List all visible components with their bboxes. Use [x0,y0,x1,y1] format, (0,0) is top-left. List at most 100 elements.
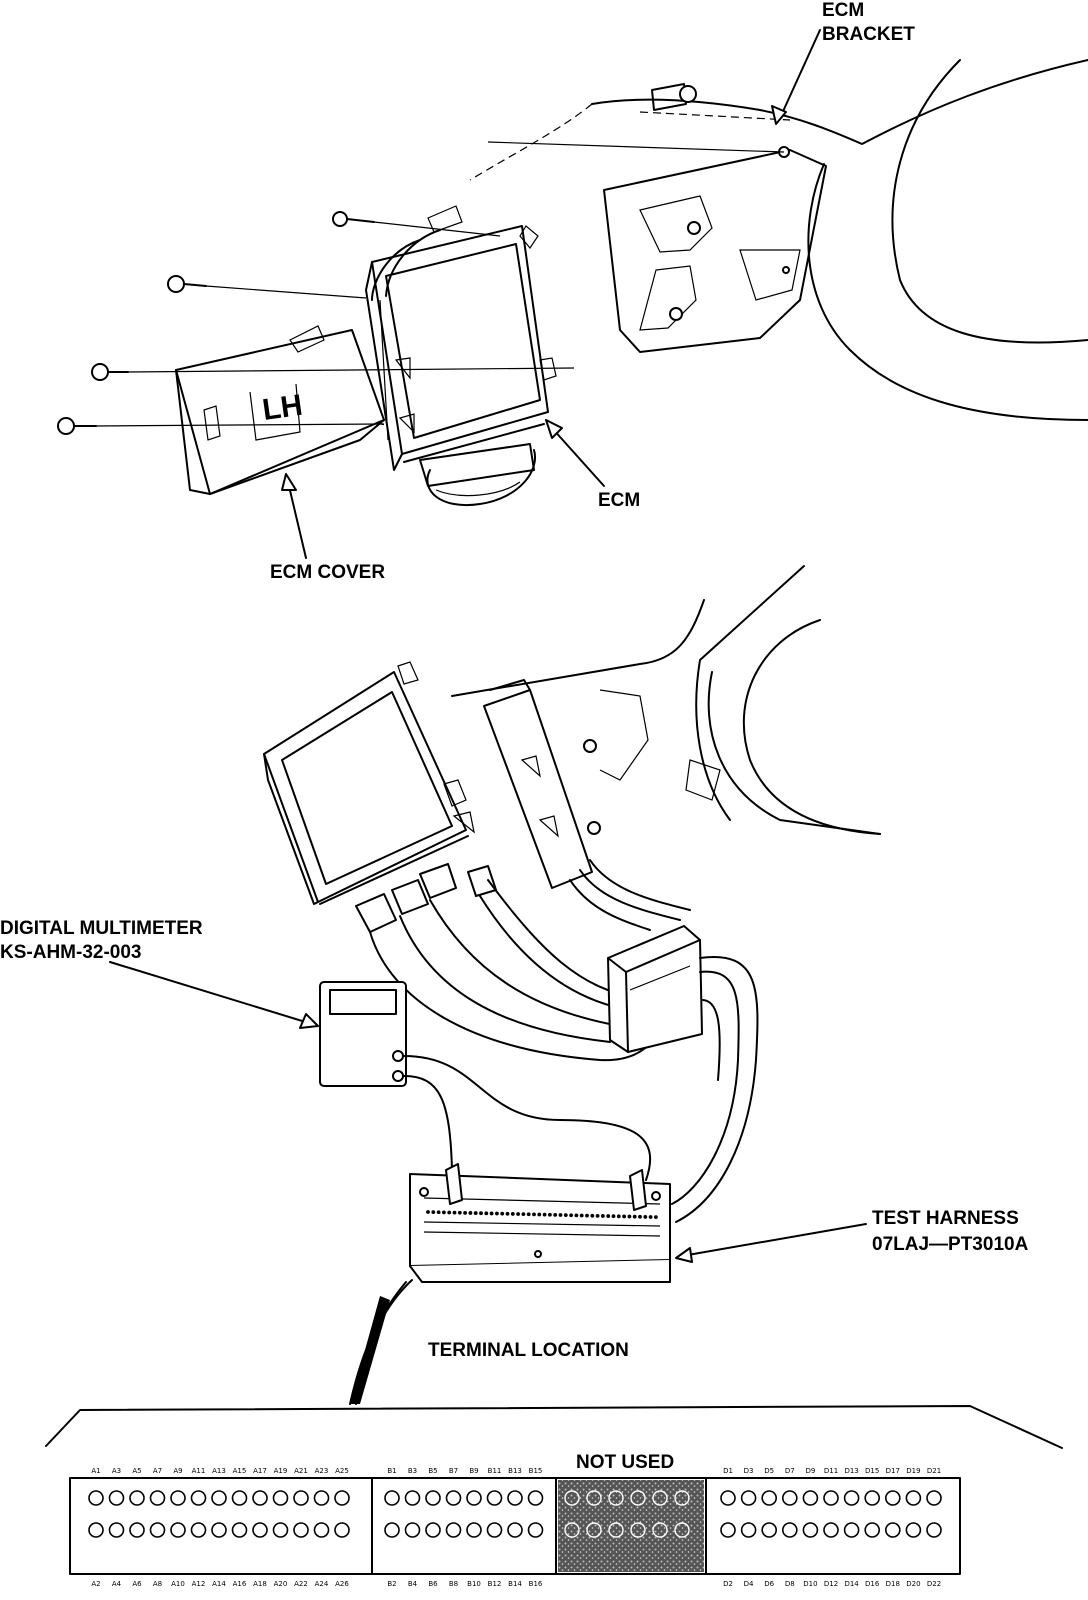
harness-pin [495,1211,499,1216]
harness-pin [532,1212,536,1217]
harness-pin [553,1212,558,1217]
terminal-pin-a19 [272,1490,289,1506]
terminal-label-a5: A5 [132,1467,141,1475]
ecm-bracket-label: ECM [822,0,864,21]
terminal-label-b13: B13 [508,1467,522,1475]
terminal-label-a20: A20 [274,1580,288,1588]
harness-pin [548,1212,552,1217]
terminal-label-a18: A18 [253,1580,267,1588]
terminal-pin-d10 [802,1522,819,1538]
harness-pin [468,1211,473,1215]
terminal-pin-b5 [425,1490,441,1506]
terminal-pin-d21 [926,1490,942,1506]
terminal-pin-a15 [231,1490,248,1506]
terminal-label-a11: A11 [192,1467,206,1475]
ecm-cover-label: ECM COVER [270,562,385,583]
terminal-pin-d4 [740,1522,757,1538]
harness-pin [579,1213,584,1218]
harness-pin [537,1212,542,1217]
harness-pin [574,1213,579,1218]
terminal-pin-d1 [720,1490,736,1506]
terminal-pin-a18 [252,1522,268,1538]
harness-pin [606,1214,611,1218]
terminal-label-a12: A12 [192,1580,206,1588]
terminal-pin-b12 [486,1522,503,1538]
terminal-label-b3: B3 [408,1467,417,1475]
harness-pin [516,1212,520,1216]
multimeter-leader [109,961,313,1025]
harness-pin [654,1215,658,1220]
harness-pin [632,1214,637,1219]
terminal-pin-b4 [404,1522,421,1538]
harness-pin [452,1210,457,1215]
terminal-pin-a9 [170,1490,186,1506]
terminal-label-a25: A25 [335,1467,349,1475]
terminal-label-d6: D6 [764,1580,774,1588]
terminal-label-a15: A15 [233,1467,247,1475]
harness-pin [558,1213,563,1217]
harness-pin [463,1210,467,1215]
unused-pin [652,1490,668,1506]
terminal-pin-a22 [293,1522,309,1538]
terminal-label-a17: A17 [253,1467,267,1475]
terminal-label-d16: D16 [865,1580,880,1588]
unused-pin [608,1490,624,1506]
terminal-pin-a10 [170,1522,186,1538]
ecm-cover-leader [287,481,307,559]
test-harness-leader [681,1223,867,1257]
terminal-pin-d17 [884,1490,901,1506]
terminal-pin-a23 [313,1490,330,1506]
terminal-label-b8: B8 [449,1580,458,1588]
harness-pin [601,1214,605,1218]
terminal-pin-b2 [384,1522,400,1538]
terminal-label-a14: A14 [212,1580,226,1588]
harness-pin [590,1213,595,1218]
terminal-pin-b3 [404,1490,421,1506]
bolt-icon [332,211,501,237]
harness-pin [585,1213,589,1218]
terminal-pin-b16 [527,1522,544,1538]
harness-pin [489,1211,494,1216]
terminal-pin-d3 [740,1490,757,1506]
terminal-label-b2: B2 [387,1580,396,1588]
terminal-pin-d14 [843,1522,860,1538]
unused-pin [564,1522,580,1538]
terminal-label-a23: A23 [315,1467,329,1475]
terminal-pin-d9 [802,1490,819,1506]
terminal-label-d19: D19 [906,1467,920,1475]
terminal-label-d5: D5 [764,1467,774,1475]
harness-pin [569,1213,573,1218]
ecm-mounting-illustration: LH [57,59,1088,507]
terminal-label-d22: D22 [927,1580,941,1588]
terminal-pin-a6 [129,1522,145,1538]
harness-pin [542,1212,547,1217]
terminal-pin-a4 [108,1522,125,1538]
terminal-label-b4: B4 [408,1580,418,1588]
harness-pin [521,1212,526,1217]
terminal-label-a2: A2 [91,1580,100,1588]
terminal-pin-b8 [445,1522,462,1538]
terminal-label-a8: A8 [153,1580,162,1588]
terminal-label-a24: A24 [315,1580,329,1588]
terminal-label-d4: D4 [744,1580,754,1588]
terminal-pin-a11 [190,1490,207,1506]
terminal-label-d21: D21 [927,1467,941,1475]
terminal-pin-d20 [905,1522,922,1538]
terminal-pin-b9 [466,1490,482,1506]
harness-pin [510,1212,515,1216]
unused-pin [652,1522,668,1538]
terminal-label-a6: A6 [132,1580,142,1588]
terminal-pin-d16 [864,1522,881,1538]
terminal-pin-d8 [781,1522,798,1538]
terminal-pin-a5 [129,1490,145,1506]
terminal-pin-a8 [149,1522,166,1538]
terminal-pin-a13 [211,1490,227,1506]
terminal-label-a22: A22 [294,1580,308,1588]
unused-pin [608,1522,624,1538]
terminal-label-d15: D15 [865,1467,879,1475]
terminal-pin-a2 [88,1522,104,1538]
terminal-pin-d6 [761,1522,778,1538]
terminal-pin-d13 [843,1490,860,1506]
